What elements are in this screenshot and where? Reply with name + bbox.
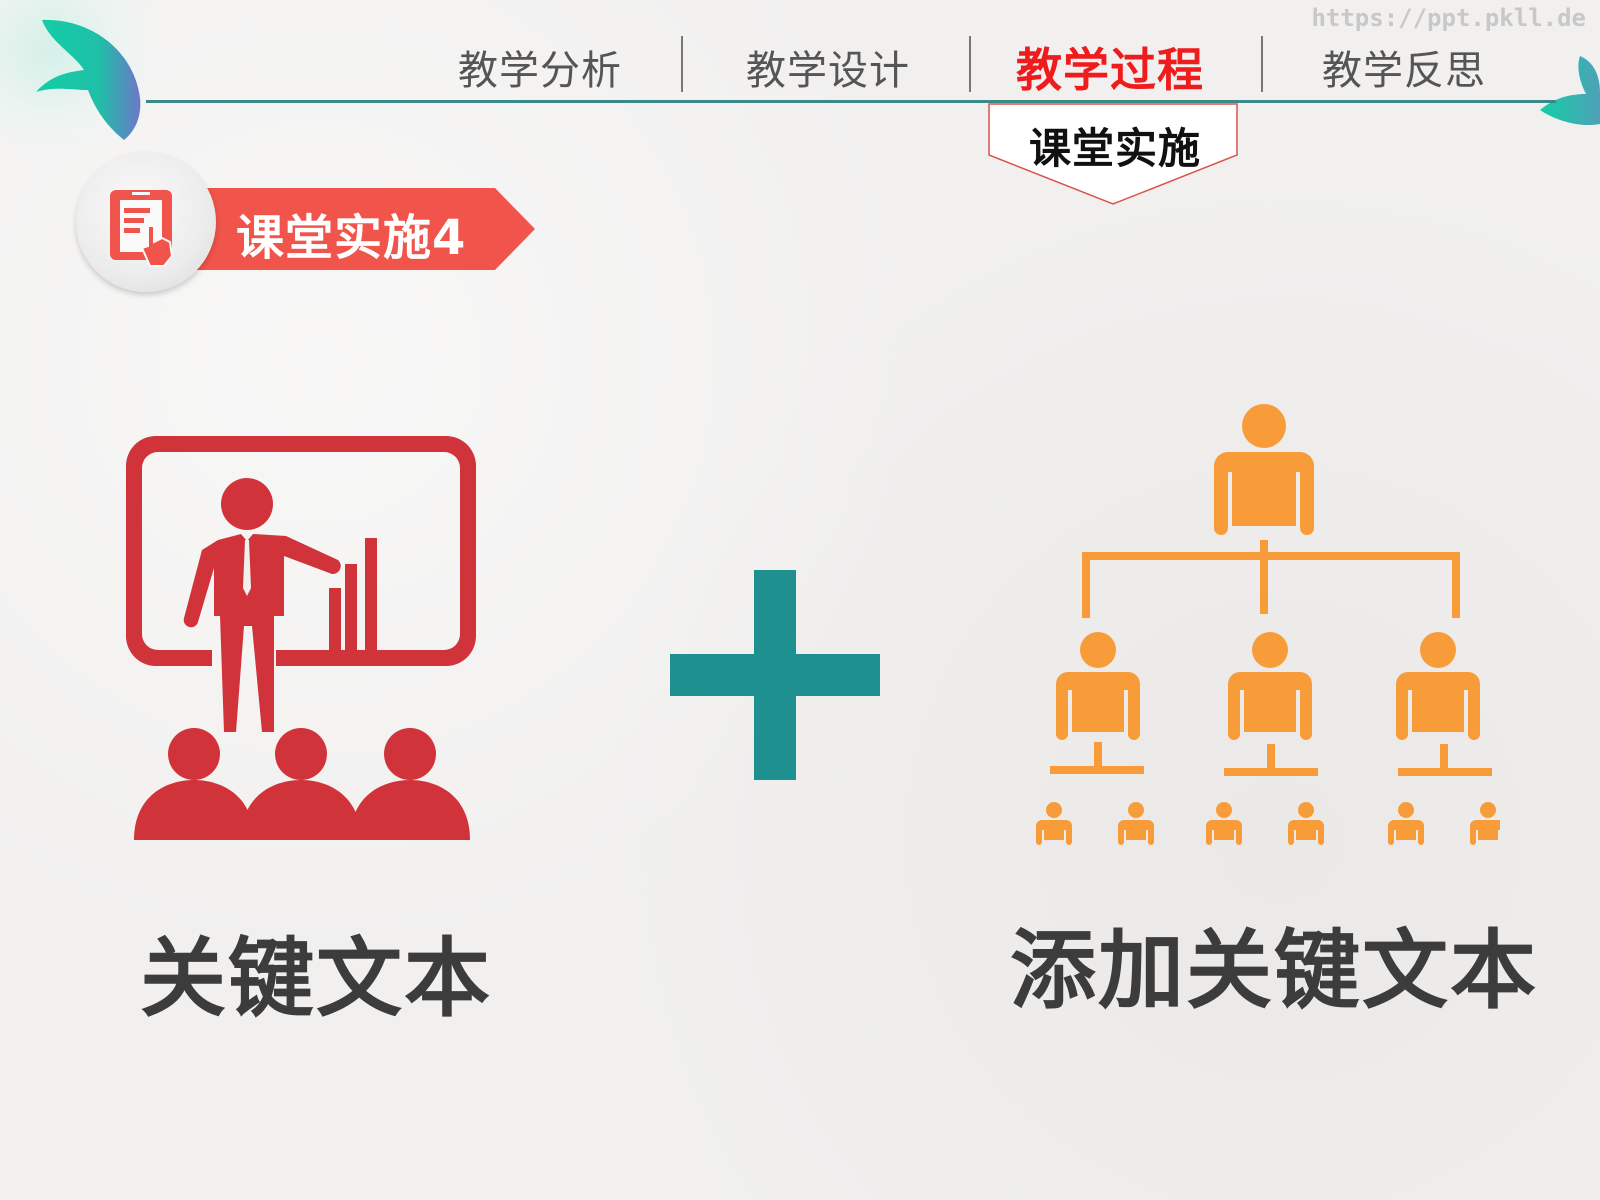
nav-item-teaching-design[interactable]: 教学设计 — [746, 48, 910, 94]
presenter-audience-icon — [126, 436, 476, 840]
sub-tab-label[interactable]: 课堂实施 — [1028, 124, 1201, 173]
tablet-touch-icon — [110, 190, 174, 267]
nav-separator — [1261, 36, 1263, 92]
nav-item-teaching-process[interactable]: 教学过程 — [1016, 43, 1204, 97]
nav-separator — [969, 36, 971, 92]
nav-item-teaching-reflection[interactable]: 教学反思 — [1322, 48, 1486, 94]
right-caption: 添加关键文本 — [1010, 921, 1538, 1021]
nav-underline — [146, 100, 1556, 103]
leaf-logo-right-icon — [1540, 56, 1600, 126]
left-caption: 关键文本 — [140, 929, 492, 1029]
section-banner — [190, 188, 535, 270]
nav-separator — [681, 36, 683, 92]
watermark-url: https://ppt.pkll.de — [1311, 4, 1586, 32]
leaf-logo-left-icon — [36, 19, 141, 140]
section-title: 课堂实施4 — [236, 210, 467, 266]
plus-icon — [670, 570, 880, 780]
nav-item-teaching-analysis[interactable]: 教学分析 — [458, 48, 622, 94]
org-chart-icon — [1036, 404, 1500, 845]
sub-tab-pentagon — [988, 103, 1238, 205]
